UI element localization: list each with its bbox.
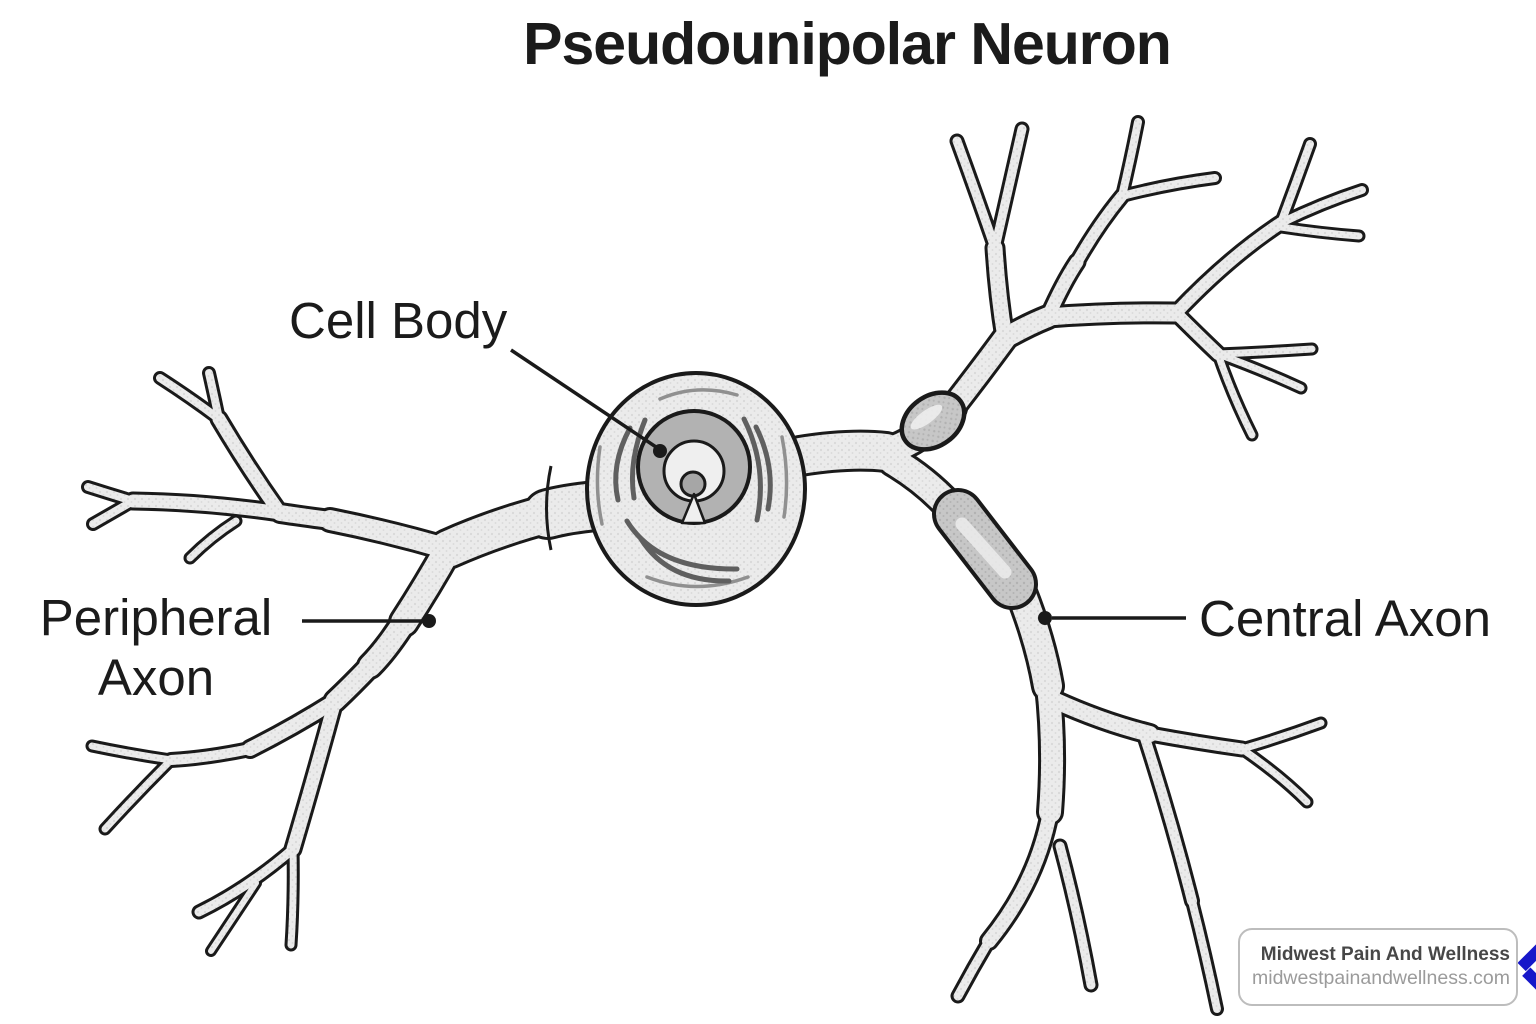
peripheral-axon-branch (243, 694, 342, 756)
soma-neck-line (545, 465, 553, 551)
central-process-upper-branch (1170, 307, 1224, 360)
peripheral-axon-branch (287, 845, 297, 949)
soma-texture-arc (658, 388, 739, 401)
peripheral-axon-branch (88, 742, 175, 764)
central-process-upper-branch (1214, 350, 1256, 439)
central-axon-label: Central Axon (1199, 590, 1492, 647)
central-axon-branch (1144, 728, 1248, 755)
soma-texture-arc (780, 435, 789, 519)
myelin-capsule (932, 488, 1038, 610)
peripheral-axon-branch (186, 517, 240, 562)
central-process-upper-branch (952, 136, 1000, 253)
watermark-card: Midwest Pain And Wellness midwestpainand… (1238, 928, 1536, 1006)
central-process-upper-branch (1277, 140, 1314, 227)
peripheral-axon-branch (208, 880, 259, 954)
nucleus-notch (680, 492, 707, 525)
myelin-oval (899, 390, 967, 452)
myelin-sheath-segments (899, 390, 1038, 610)
watermark-website: midwestpainandwellness.com (1252, 966, 1510, 989)
peripheral-axon-leader-dot (422, 614, 436, 628)
peripheral-axon-label-line2: Axon (97, 649, 215, 706)
central-axon-branch (1188, 897, 1221, 1013)
er-arc (753, 424, 773, 512)
peripheral-axon-branch (126, 494, 287, 520)
cell-body-label: Cell Body (289, 292, 508, 349)
er-arc (629, 417, 648, 501)
central-process-upper-branch (1039, 304, 1185, 326)
cell-body-leader-line (510, 348, 660, 451)
peripheral-axon-branch (194, 844, 298, 917)
er-arc (741, 416, 763, 523)
er-arc (624, 518, 740, 572)
central-process-upper-branch (1277, 223, 1363, 240)
soma-texture-arc (595, 445, 604, 526)
central-process-upper-branch (1118, 118, 1142, 200)
central-process-upper-branch (990, 124, 1027, 253)
page-title: Pseudounipolar Neuron (523, 11, 1172, 77)
central-process-upper-branch (1071, 190, 1128, 268)
peripheral-axon-branch (325, 656, 380, 711)
er-arc (638, 536, 732, 584)
central-axon-branch (1138, 727, 1197, 906)
soma-texture-arc (645, 575, 750, 589)
nucleus (636, 409, 752, 525)
central-process-upper-branch (1118, 174, 1219, 200)
central-process-upper-branch (1214, 350, 1305, 392)
peripheral-axon-label: Peripheral Axon (20, 588, 292, 708)
central-process-upper-branch (1214, 345, 1316, 358)
peripheral-axon-branch (286, 694, 342, 856)
central-axon-branch (1238, 745, 1311, 806)
watermark-text: Midwest Pain And Wellness midwestpainand… (1252, 944, 1510, 990)
er-arc (613, 425, 633, 503)
watermark-name: Midwest Pain And Wellness (1260, 943, 1510, 965)
peripheral-axon-branch (205, 369, 223, 423)
central-process-upper-branch (1277, 186, 1366, 227)
peripheral-axon-label-line1: Peripheral (39, 589, 273, 646)
peripheral-axon-branch (430, 496, 566, 567)
peripheral-axon-branch (89, 497, 137, 528)
blue-diamond-pinwheel-icon (1517, 944, 1536, 990)
peripheral-axon-branch (166, 744, 255, 765)
central-axon-branch (1055, 841, 1096, 990)
cell-body-leader-dot (653, 444, 667, 458)
central-axon-branch (1238, 719, 1325, 753)
peripheral-axon-branch (272, 505, 338, 528)
central-process-upper-branch (1170, 217, 1287, 319)
nucleolus (679, 470, 707, 498)
peripheral-axon-branch (212, 412, 287, 520)
central-axon-branch (953, 936, 994, 1001)
peripheral-axon-branch (320, 510, 458, 559)
central-axon-branch (982, 805, 1057, 948)
branch-fills (84, 118, 1366, 1013)
peripheral-axon-branch (101, 756, 175, 833)
peripheral-axon-branch (156, 374, 223, 423)
cell-body-soma (585, 371, 807, 607)
leader-lines (302, 348, 1186, 628)
central-axon-leader-dot (1038, 611, 1052, 625)
